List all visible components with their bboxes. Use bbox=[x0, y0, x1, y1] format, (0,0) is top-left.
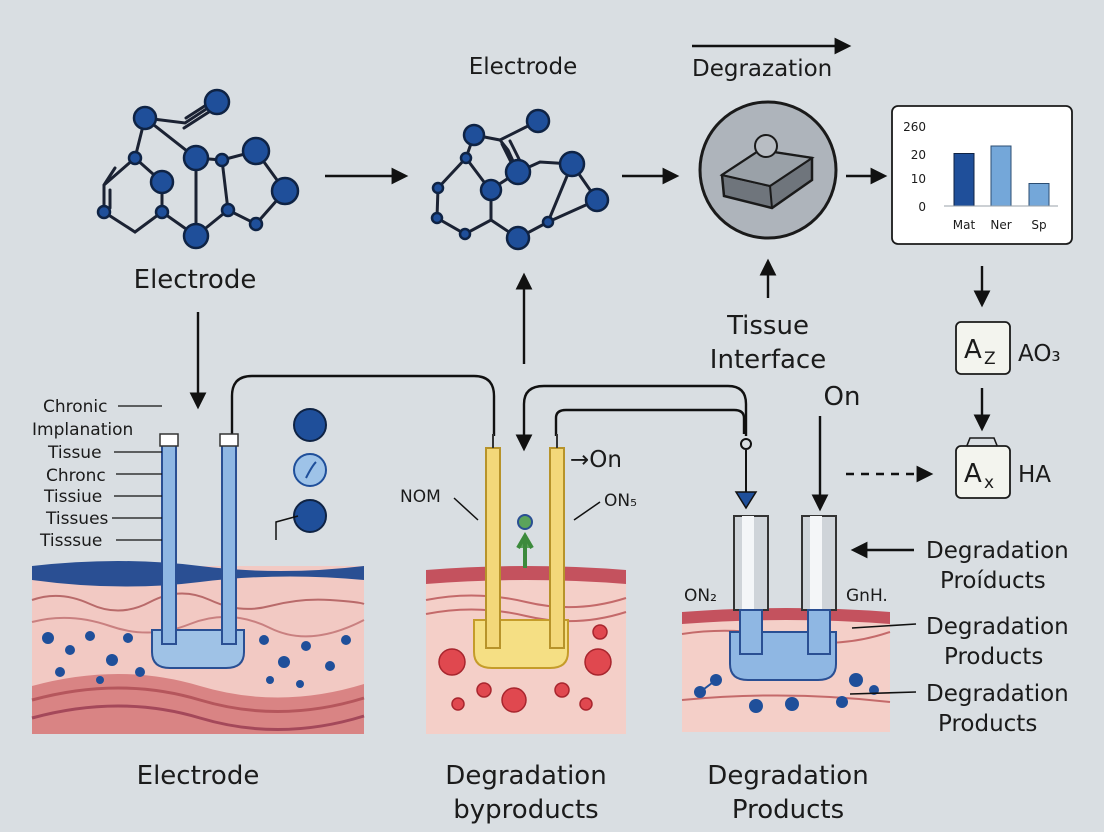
products-right-1b: Products bbox=[944, 644, 1043, 670]
on5-label: ON₅ bbox=[604, 491, 637, 511]
products-right-2b: Products bbox=[938, 711, 1037, 737]
y-tick-20: 20 bbox=[911, 148, 926, 162]
bottom-byproducts-2: byproducts bbox=[453, 795, 598, 825]
tissue-block-left bbox=[31, 408, 365, 734]
ao3-label: AO₃ bbox=[1018, 341, 1061, 367]
list-label-5: Tissues bbox=[45, 509, 109, 529]
bottom-byproducts-1: Degradation bbox=[445, 761, 606, 791]
ax-box: A x bbox=[955, 437, 1011, 499]
ha-label: HA bbox=[1018, 462, 1051, 488]
electrode-label-center: Electrode bbox=[469, 54, 578, 80]
gnh-label: GnH. bbox=[846, 586, 888, 606]
y-tick-top: 260 bbox=[903, 120, 926, 134]
bar-ner bbox=[990, 145, 1012, 207]
molecule-left bbox=[96, 88, 300, 250]
bar-chart-card: 260 20 10 0 Mat Ner Sp bbox=[891, 105, 1073, 245]
products-right-1a: Degradation bbox=[926, 614, 1069, 640]
svg-text:x: x bbox=[984, 473, 994, 493]
arrow-on-label: →On bbox=[570, 447, 622, 473]
on-label: On bbox=[824, 382, 861, 412]
svg-text:Z: Z bbox=[984, 349, 996, 369]
list-label-0: Chronic bbox=[43, 397, 108, 417]
svg-text:A: A bbox=[964, 459, 982, 489]
tissue-interface-2: Interface bbox=[710, 345, 826, 375]
bottom-products-1: Degradation bbox=[707, 761, 868, 791]
az-box: A Z bbox=[955, 321, 1011, 375]
electrode-label-left: Electrode bbox=[134, 265, 257, 295]
list-label-4: Tissiue bbox=[43, 487, 102, 507]
wire-inner bbox=[554, 408, 746, 436]
products-right-2a: Degradation bbox=[926, 681, 1069, 707]
svg-text:A: A bbox=[964, 335, 982, 365]
x-tick-mat: Mat bbox=[953, 218, 976, 232]
products-right-0b: Proíducts bbox=[940, 568, 1046, 594]
degradation-header: Degrazation bbox=[692, 56, 832, 82]
wire-right bbox=[515, 384, 748, 452]
implant-globe bbox=[698, 100, 838, 240]
bar-sp bbox=[1028, 183, 1050, 207]
tissue-block-center bbox=[425, 434, 627, 734]
bar-mat bbox=[953, 153, 975, 207]
tissue-interface-1: Tissue bbox=[726, 311, 809, 341]
bottom-electrode: Electrode bbox=[137, 761, 260, 791]
wire-left bbox=[230, 374, 496, 436]
x-tick-sp: Sp bbox=[1031, 218, 1046, 232]
list-label-1: Implanation bbox=[32, 420, 133, 440]
nom-label: NOM bbox=[400, 487, 441, 507]
list-label-3: Chronc bbox=[46, 466, 106, 486]
bottom-products-2: Products bbox=[732, 795, 844, 825]
molecule-center bbox=[430, 108, 610, 251]
tissue-block-right bbox=[681, 416, 891, 732]
y-tick-0: 0 bbox=[918, 200, 926, 214]
list-label-2: Tissue bbox=[47, 443, 102, 463]
y-tick-10: 10 bbox=[911, 172, 926, 186]
x-tick-ner: Ner bbox=[990, 218, 1011, 232]
products-right-0a: Degradation bbox=[926, 538, 1069, 564]
on2-label: ON₂ bbox=[684, 586, 717, 606]
list-label-6: Tisssue bbox=[39, 531, 102, 551]
